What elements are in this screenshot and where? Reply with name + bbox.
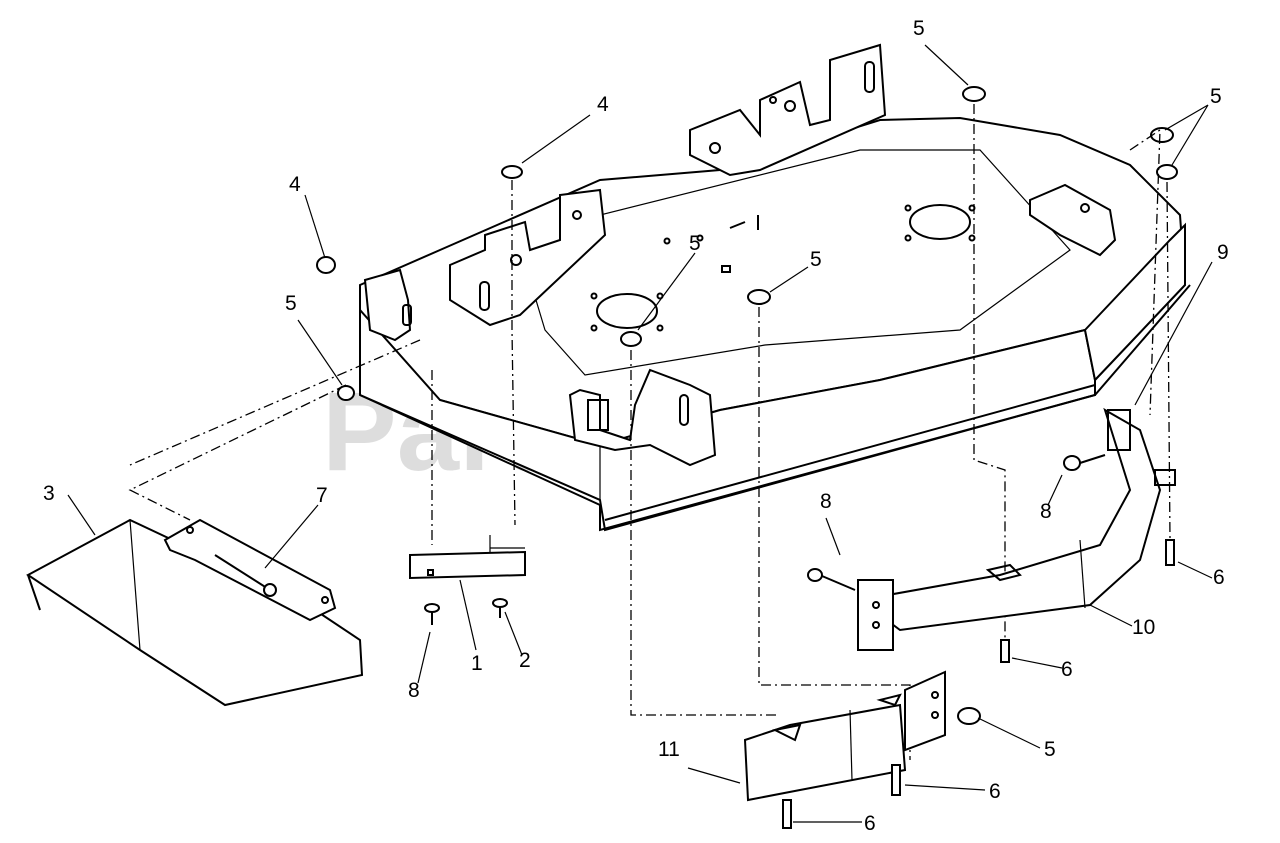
hex-bolt-icon: [782, 799, 792, 829]
callout-2: 2: [519, 649, 531, 672]
callout-9: 9: [1217, 241, 1229, 264]
baffle-front: [743, 670, 946, 802]
discharge-chute: [26, 518, 364, 707]
baffle-right: [807, 407, 1176, 651]
hex-nut-icon: [962, 86, 986, 102]
hex-bolts: [782, 539, 1175, 829]
hinge-rod-end-icon: [263, 583, 277, 597]
callout-6b: 6: [1061, 658, 1073, 681]
hex-nut-icon: [337, 385, 355, 401]
hex-nuts: [316, 86, 1178, 725]
callout-11: 11: [658, 738, 680, 761]
callout-8c: 8: [1040, 500, 1052, 523]
carriage-bolt-icon: [1063, 455, 1081, 471]
hex-nut-icon: [1156, 164, 1178, 180]
callout-6c: 6: [989, 780, 1001, 803]
callout-10: 10: [1132, 616, 1155, 639]
callout-4b: 4: [289, 173, 301, 196]
callout-6d: 6: [864, 812, 876, 835]
callout-6a: 6: [1213, 566, 1225, 589]
carriage-bolt-icon: [807, 568, 823, 582]
hex-nut-icon: [1150, 127, 1174, 143]
screw-icon: [492, 598, 508, 608]
callout-5d: 5: [810, 248, 822, 271]
callout-3: 3: [43, 482, 55, 505]
callout-5b: 5: [1210, 85, 1222, 108]
deflector-bracket: [409, 535, 526, 625]
hex-bolt-icon: [1000, 639, 1010, 663]
hex-bolt-icon: [891, 764, 901, 796]
callout-1: 1: [471, 652, 483, 675]
baffle-plate: [857, 579, 894, 651]
spindle-hole-right: [909, 204, 971, 240]
hex-nut-icon: [747, 289, 771, 305]
deck-mounting-brackets: [363, 43, 1117, 467]
hex-nut-icon: [620, 331, 642, 347]
hex-nut-icon: [957, 707, 981, 725]
hex-bolt-icon: [1165, 539, 1175, 566]
callout-5e: 5: [285, 292, 297, 315]
callout-4a: 4: [597, 93, 609, 116]
callout-5c: 5: [689, 232, 701, 255]
callout-8b: 8: [820, 490, 832, 513]
callout-7: 7: [316, 484, 328, 507]
callout-8a: 8: [408, 679, 420, 702]
spindle-hole-left: [596, 293, 658, 329]
callout-5f: 5: [1044, 738, 1056, 761]
callout-leaders: [67, 44, 1213, 823]
carriage-bolt-icon: [424, 603, 440, 613]
callout-labels: 1 2 3 4 4 5 5 5 5 5 5 6 6 6 6 7 8 8 8 9 …: [43, 17, 1229, 835]
hex-nut-icon: [501, 165, 523, 179]
callout-5a: 5: [913, 17, 925, 40]
hex-nut-icon: [316, 256, 336, 274]
